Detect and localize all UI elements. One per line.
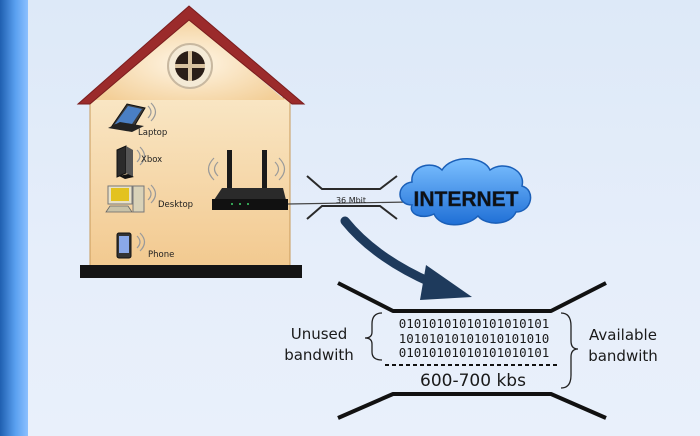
bandwidth-pipe [306, 175, 398, 220]
unused-label-line2: bandwith [284, 346, 354, 364]
available-brace [560, 312, 579, 389]
link-speed-label: 36 Mbit [336, 196, 366, 205]
house [76, 5, 306, 278]
desktop-icon [105, 184, 157, 213]
attic-window-icon [167, 43, 213, 89]
device-label-laptop: Laptop [138, 128, 167, 138]
house-roof [76, 5, 306, 105]
unused-brace [364, 312, 383, 361]
zoomed-pipe [337, 281, 607, 420]
house-base [80, 265, 302, 278]
available-label-line1: Available [589, 326, 657, 344]
phone-icon [116, 232, 146, 259]
internet-cloud-icon [399, 158, 532, 226]
bit-row-1: 01010101010101010101 [399, 316, 550, 331]
device-label-xbox: Xbox [141, 155, 162, 165]
device-label-desktop: Desktop [158, 200, 193, 210]
rate-label: 600-700 kbs [420, 371, 526, 391]
available-label-line2: bandwith [588, 347, 658, 365]
unused-label-line1: Unused [291, 325, 348, 343]
bit-row-3: 01010101010101010101 [399, 345, 550, 360]
accent-bar [0, 0, 28, 436]
device-label-phone: Phone [148, 250, 174, 260]
bit-row-2: 10101010101010101010 [399, 331, 550, 346]
internet-label: INTERNET [414, 188, 519, 211]
zoom-arrow [340, 216, 472, 300]
xbox-icon [116, 145, 146, 179]
connection-line [287, 201, 411, 205]
laptop-icon [108, 102, 157, 132]
router-icon [207, 150, 288, 210]
